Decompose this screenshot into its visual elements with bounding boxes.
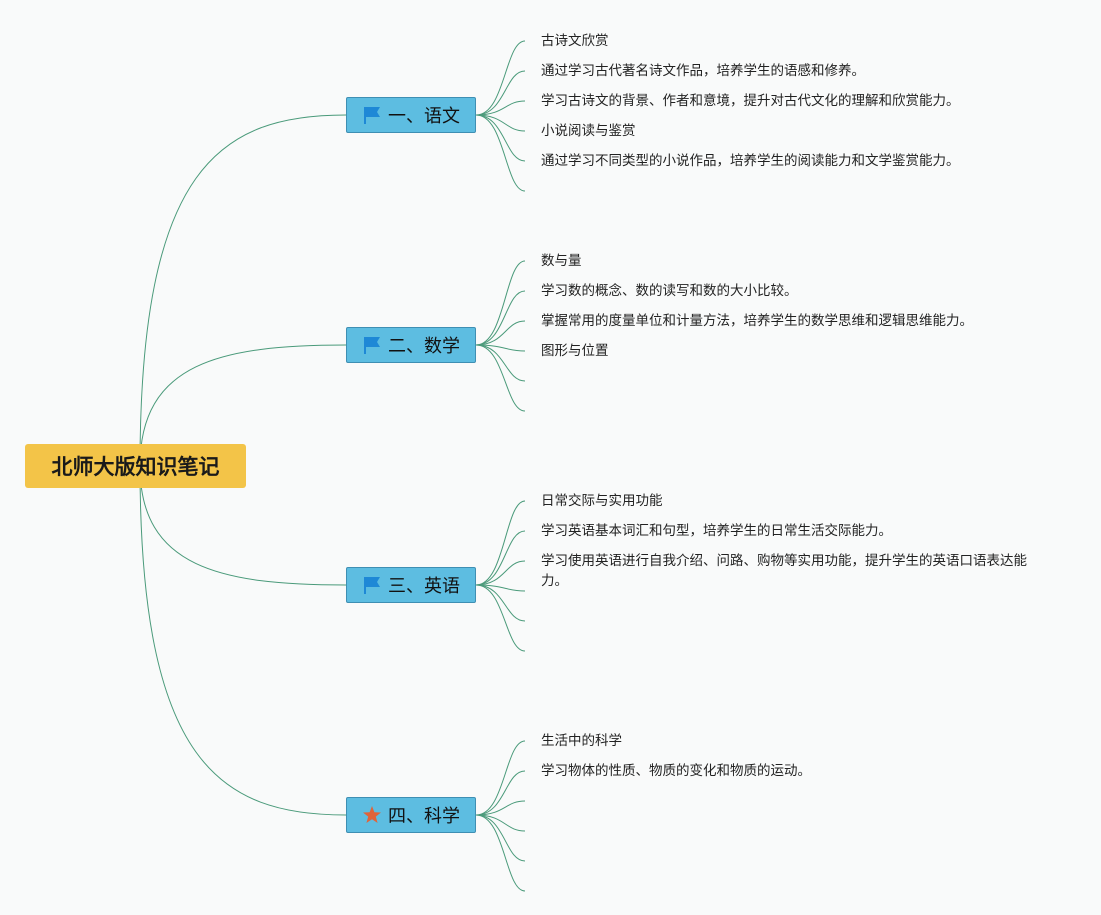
branch-math[interactable]: 二、数学 [346, 327, 476, 363]
leaf-topic[interactable]: 学习物体的性质、物质的变化和物质的运动。 [541, 763, 811, 779]
root-topic[interactable]: 北师大版知识笔记 [25, 444, 246, 488]
leaf-topic[interactable]: 通过学习不同类型的小说作品，培养学生的阅读能力和文学鉴赏能力。 [541, 153, 960, 169]
leaf-topic[interactable]: 学习英语基本词汇和句型，培养学生的日常生活交际能力。 [541, 523, 892, 539]
leaf-topic[interactable]: 日常交际与实用功能 [541, 493, 663, 509]
leaf-connector [475, 320, 526, 346]
branch-label: 二、数学 [388, 336, 460, 357]
flag-icon [362, 335, 382, 355]
leaf-topic[interactable]: 数与量 [541, 253, 582, 269]
leaf-topic[interactable]: 学习使用英语进行自我介绍、问路、购物等实用功能，提升学生的英语口语表达能力。 [541, 553, 1027, 589]
leaf-topic[interactable]: 掌握常用的度量单位和计量方法，培养学生的数学思维和逻辑思维能力。 [541, 313, 973, 329]
leaf-connector [475, 344, 526, 412]
leaf-connector [475, 814, 526, 862]
leaf-connector [475, 530, 526, 586]
leaf-connector [475, 800, 526, 816]
leaf-topic[interactable]: 学习古诗文的背景、作者和意境，提升对古代文化的理解和欣赏能力。 [541, 93, 960, 109]
leaf-connector [475, 740, 526, 816]
leaf-connector [475, 260, 526, 346]
leaf-connector [475, 114, 526, 162]
branch-english[interactable]: 三、英语 [346, 567, 476, 603]
leaf-connector [475, 70, 526, 116]
leaf-topic[interactable]: 古诗文欣赏 [541, 33, 609, 49]
flag-icon [362, 575, 382, 595]
leaf-connector [475, 100, 526, 116]
root-connector [139, 114, 347, 467]
root-connector [139, 344, 347, 467]
star-icon [362, 805, 382, 825]
leaf-topic[interactable]: 图形与位置 [541, 343, 609, 359]
leaf-connector [475, 40, 526, 116]
root-title: 北师大版知识笔记 [51, 455, 220, 479]
leaf-topic[interactable]: 小说阅读与鉴赏 [541, 123, 636, 139]
leaf-connector [475, 814, 526, 892]
leaf-connector [475, 814, 526, 832]
leaf-connector [475, 770, 526, 816]
root-connector [139, 465, 347, 586]
branch-chinese[interactable]: 一、语文 [346, 97, 476, 133]
leaf-connector [475, 344, 526, 382]
branch-label: 四、科学 [388, 806, 460, 827]
leaf-connector [475, 114, 526, 192]
leaf-connector [475, 584, 526, 652]
leaf-topic[interactable]: 生活中的科学 [541, 733, 622, 749]
branch-label: 一、语文 [388, 106, 460, 127]
leaf-topic[interactable]: 通过学习古代著名诗文作品，培养学生的语感和修养。 [541, 63, 865, 79]
branch-label: 三、英语 [388, 576, 460, 597]
flag-icon [362, 105, 382, 125]
branch-science[interactable]: 四、科学 [346, 797, 476, 833]
leaf-connector [475, 290, 526, 346]
leaf-topic[interactable]: 学习数的概念、数的读写和数的大小比较。 [541, 283, 798, 299]
leaf-connector [475, 560, 526, 586]
leaf-connector [475, 584, 526, 622]
root-connector [139, 465, 347, 816]
leaf-connector [475, 500, 526, 586]
leaf-connector [475, 114, 526, 132]
